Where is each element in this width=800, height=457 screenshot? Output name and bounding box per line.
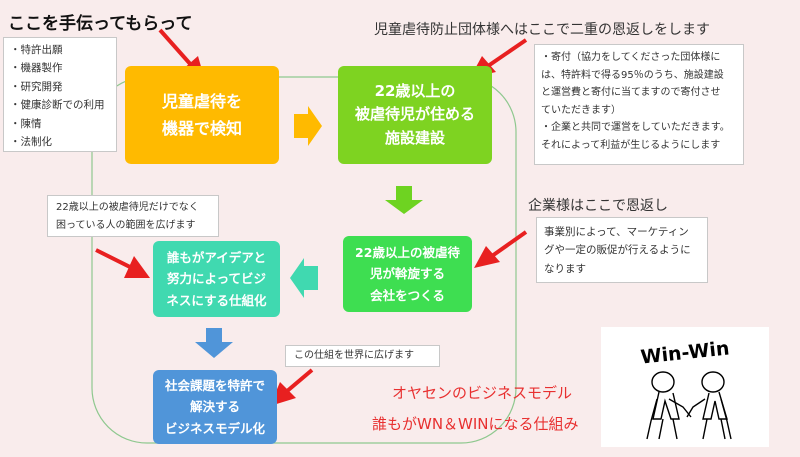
- red-arrow-middle-right-icon: [474, 230, 528, 268]
- list-item: ・健康診断での利用: [10, 99, 105, 112]
- box-line: 22歳以上の: [374, 82, 456, 101]
- business-model-title: オヤセンのビジネスモデル: [392, 384, 573, 402]
- arrow-right-icon: [294, 106, 322, 146]
- arrow-down-icon: [385, 186, 423, 214]
- arrow-down-blue-icon: [195, 328, 233, 358]
- business-model-subtitle: 誰もがWN＆WINになる仕組み: [372, 415, 579, 433]
- note-line: 22歳以上の被虐待児だけでなく: [56, 202, 199, 213]
- note-line: は、特許料で得る95％のうち、施設建設: [541, 69, 724, 81]
- box-line: ネスにする仕組化: [166, 292, 267, 308]
- patent-box: 社会課題を特許で 解決する ビジネスモデル化: [153, 370, 277, 444]
- heading-abuse-org: 児童虐待防止団体様へはここで二重の恩返しをします: [374, 22, 710, 38]
- box-line: 会社をつくる: [370, 287, 445, 303]
- red-arrow-left-icon: [95, 248, 150, 278]
- logo-text: Win-Win: [640, 337, 731, 368]
- note-line: ・寄付（協力をしてくださった団体様に: [541, 52, 721, 63]
- box-line: 被虐待児が住める: [354, 105, 475, 124]
- win-win-logo: Win-Win: [601, 327, 769, 447]
- note-line: 事業別によって、マーケティン: [544, 226, 689, 238]
- heading-company: 企業様はここで恩返し: [528, 198, 668, 214]
- note-line: と運営費と寄付に当てますので寄付させ: [541, 87, 721, 98]
- box-line: ビジネスモデル化: [164, 420, 265, 436]
- company-note: 事業別によって、マーケティン グや一定の販促が行えるように なります: [536, 217, 708, 283]
- box-line: 社会課題を特許で: [164, 378, 265, 394]
- box-line: 誰もがアイデアと: [166, 250, 267, 266]
- box-line: 児童虐待を: [161, 91, 242, 111]
- donation-note: ・寄付（協力をしてくださった団体様に は、特許料で得る95％のうち、施設建設 と…: [534, 44, 744, 165]
- box-line: 22歳以上の被虐待: [355, 245, 460, 261]
- arrow-left-icon: [290, 258, 318, 298]
- ideas-box: 誰もがアイデアと 努力によってビジ ネスにする仕組化: [153, 241, 280, 317]
- list-item: ・研究開発: [10, 80, 63, 93]
- handshake-figures-icon: Win-Win: [640, 337, 732, 440]
- note-line: ていただきます）: [541, 104, 621, 116]
- company-box: 22歳以上の被虐待 児が斡旋する 会社をつくる: [343, 236, 472, 312]
- list-item: ・機器製作: [10, 62, 63, 75]
- box-line: 努力によってビジ: [166, 271, 266, 287]
- detect-box: 児童虐待を 機器で検知: [125, 66, 279, 164]
- box-line: 児が斡旋する: [369, 266, 445, 282]
- list-item: ・特許出願: [10, 44, 63, 56]
- note-line: グや一定の販促が行えるように: [544, 244, 691, 257]
- note-line: 困っている人の範囲を広げます: [56, 219, 196, 231]
- box-line: 機器で検知: [161, 119, 242, 138]
- cycle-outline: [91, 76, 517, 444]
- box-line: 解決する: [189, 399, 240, 415]
- note-line: それによって利益が生じるようにします: [541, 139, 721, 151]
- world-note: この仕組を世界に広げます: [285, 345, 440, 367]
- facility-box: 22歳以上の 被虐待児が住める 施設建設: [338, 66, 492, 164]
- heading-help: ここを手伝ってもらって: [8, 14, 193, 34]
- box-line: 施設建設: [384, 128, 445, 147]
- support-list-note: ・特許出願 ・機器製作 ・研究開発 ・健康診断での利用 ・陳情 ・法制化: [3, 37, 117, 152]
- list-item: ・陳情: [10, 117, 42, 130]
- note-line: ・企業と共同で運営をしていただきます。: [541, 122, 730, 133]
- list-item: ・法制化: [10, 135, 52, 148]
- range-note: 22歳以上の被虐待児だけでなく 困っている人の範囲を広げます: [47, 195, 219, 237]
- note-line: なります: [544, 262, 586, 275]
